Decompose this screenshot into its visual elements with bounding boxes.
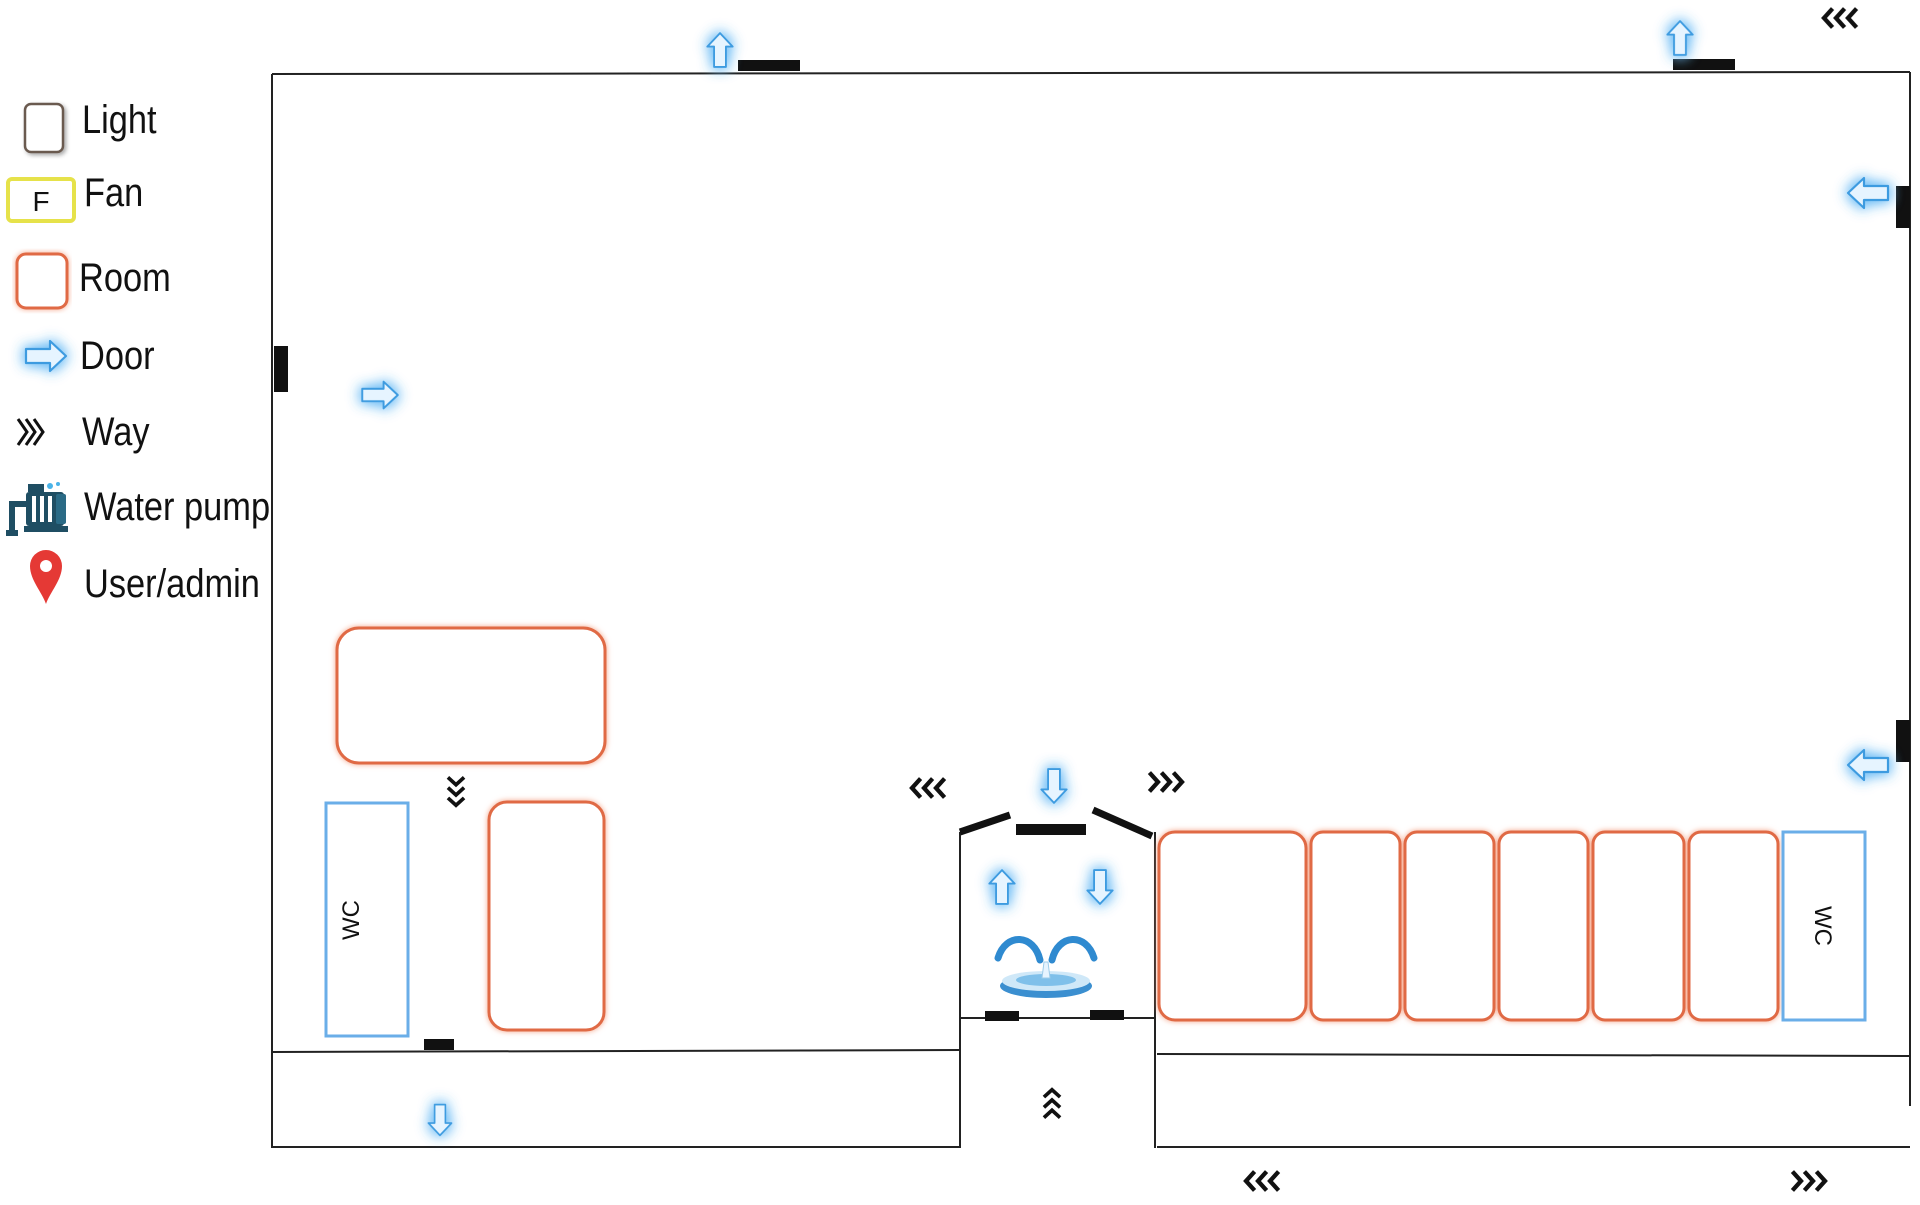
fan-symbol: F <box>32 186 49 217</box>
legend-label-fan: Fan <box>84 171 144 215</box>
door-bottom-left[interactable] <box>427 1103 453 1137</box>
legend-item-water-pump: Water pump <box>84 485 300 530</box>
room-right-1[interactable] <box>1157 830 1308 1022</box>
light-icon <box>23 102 65 154</box>
legend-label-door: Door <box>80 334 155 378</box>
way-entrance-left <box>912 779 945 798</box>
water-pump-icon <box>6 482 68 536</box>
room-right-3[interactable] <box>1403 830 1496 1022</box>
room-right-5[interactable] <box>1591 830 1686 1022</box>
legend-label-user-admin: User/admin <box>84 562 260 606</box>
room-left-top[interactable] <box>335 626 607 765</box>
fountain-icon <box>994 936 1098 998</box>
room-left-bottom[interactable] <box>487 800 606 1032</box>
room-icon <box>15 252 69 310</box>
door-entrance-up[interactable] <box>988 869 1016 905</box>
legend-label-way: Way <box>82 410 150 454</box>
room-right-6[interactable] <box>1687 830 1780 1022</box>
wall-openings <box>274 59 1910 1050</box>
way-bottom-right <box>1792 1172 1825 1191</box>
door-entrance-top[interactable] <box>1040 768 1068 804</box>
way-icon <box>16 418 45 446</box>
room-right-4[interactable] <box>1497 830 1590 1022</box>
door-top-right[interactable] <box>1666 20 1694 56</box>
legend-item-light: Light <box>82 98 169 143</box>
user-admin-icon <box>30 550 62 604</box>
wc-right[interactable]: WC <box>1781 830 1867 1022</box>
door-right-lower[interactable] <box>1846 748 1890 782</box>
room-right-2[interactable] <box>1309 830 1402 1022</box>
door-icon <box>24 339 68 373</box>
door-top-left[interactable] <box>706 32 734 68</box>
wc-left[interactable]: WC <box>324 801 410 1038</box>
legend-item-room: Room <box>79 256 186 301</box>
legend-item-door: Door <box>80 334 167 379</box>
entrance-walls <box>958 806 1154 840</box>
way-entrance-right <box>1149 773 1182 792</box>
legend: F <box>6 102 76 604</box>
legend-item-fan: Fan <box>84 171 153 216</box>
legend-item-user-admin: User/admin <box>84 562 289 607</box>
way-entrance-corridor <box>1044 1090 1060 1118</box>
rooms <box>335 626 1780 1032</box>
legend-label-water-pump: Water pump <box>84 485 271 529</box>
door-right-upper[interactable] <box>1846 176 1890 210</box>
building-walls <box>271 71 1911 1148</box>
legend-label-room: Room <box>79 256 171 300</box>
door-left-wall[interactable] <box>361 380 399 410</box>
way-left-rooms <box>448 777 464 805</box>
wc-left-label: WC <box>338 900 365 940</box>
legend-item-way: Way <box>82 410 161 455</box>
fan-icon: F <box>6 177 76 223</box>
door-entrance-down[interactable] <box>1086 869 1114 905</box>
way-top-right <box>1824 9 1857 28</box>
wc-right-label: WC <box>1809 906 1836 946</box>
way-bottom-left <box>1246 1172 1279 1191</box>
legend-label-light: Light <box>82 98 157 142</box>
